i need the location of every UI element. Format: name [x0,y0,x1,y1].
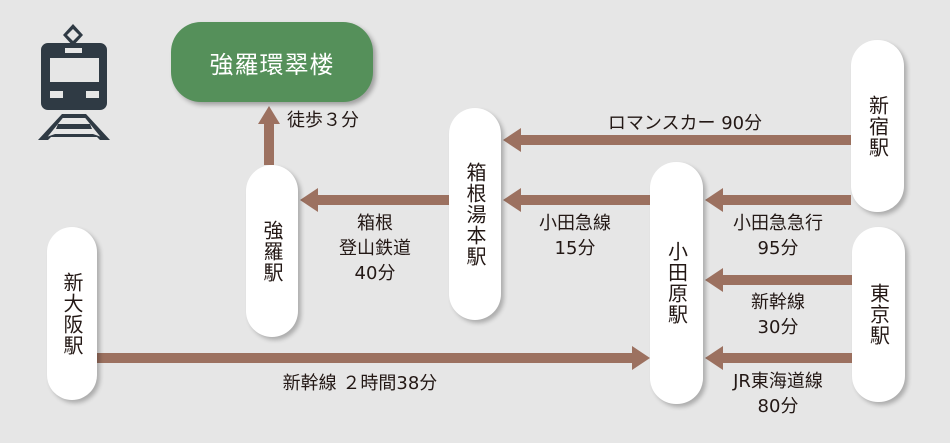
label-odakyu: 小田急線 15分 [515,211,635,261]
label-jr-tokaido: JR東海道線 80分 [712,369,844,419]
arrow-walk [258,106,280,165]
arrow-shinkansen-osaka [97,346,650,370]
arrow-odakyu-express [705,188,851,212]
travel-time: 40分 [354,263,396,284]
label-hakone-tozan: 箱根登山鉄道 40分 [315,211,435,286]
arrow-shinkansen-tokyo [705,268,852,292]
line-name: 登山鉄道 [339,238,411,259]
station-hakone-yumoto-label: 箱根湯本駅 [463,161,487,267]
station-tokyo-label: 東京駅 [866,283,891,346]
station-shin-osaka-label: 新大阪駅 [60,271,84,356]
arrow-odakyu [503,188,650,212]
line-name: JR東海道線 [733,371,823,392]
arrow-romancecar [503,128,851,152]
travel-time: 30分 [757,317,799,338]
arrow-hakone-tozan [300,188,449,212]
label-odakyu-express: 小田急急行 95分 [718,211,838,261]
station-tokyo: 東京駅 [852,227,905,402]
travel-time: 15分 [554,238,596,259]
line-name: 箱根 [357,213,393,234]
label-shinkansen-tokyo: 新幹線 30分 [718,290,838,340]
label-shinkansen-osaka: 新幹線 ２時間38分 [282,373,438,394]
arrow-jr-tokaido [705,346,852,370]
label-romancecar: ロマンスカー 90分 [607,113,763,134]
label-walk: 徒歩３分 [287,110,359,131]
station-shin-osaka: 新大阪駅 [47,227,97,400]
station-shinjuku-label: 新宿駅 [865,94,890,158]
station-hakone-yumoto: 箱根湯本駅 [449,108,501,320]
station-odawara: 小田原駅 [650,162,703,404]
station-shinjuku: 新宿駅 [851,40,904,212]
travel-time: 95分 [757,238,799,259]
train-icon [38,24,110,140]
line-name: 小田急線 [539,213,611,234]
line-name: 小田急急行 [733,213,823,234]
line-name: 新幹線 [751,292,805,313]
station-odawara-label: 小田原駅 [664,241,689,325]
station-gora-label: 強羅駅 [260,219,284,283]
station-gora: 強羅駅 [246,165,298,337]
destination-ryokan: 強羅環翠楼 [171,22,373,102]
travel-time: 80分 [757,396,799,417]
